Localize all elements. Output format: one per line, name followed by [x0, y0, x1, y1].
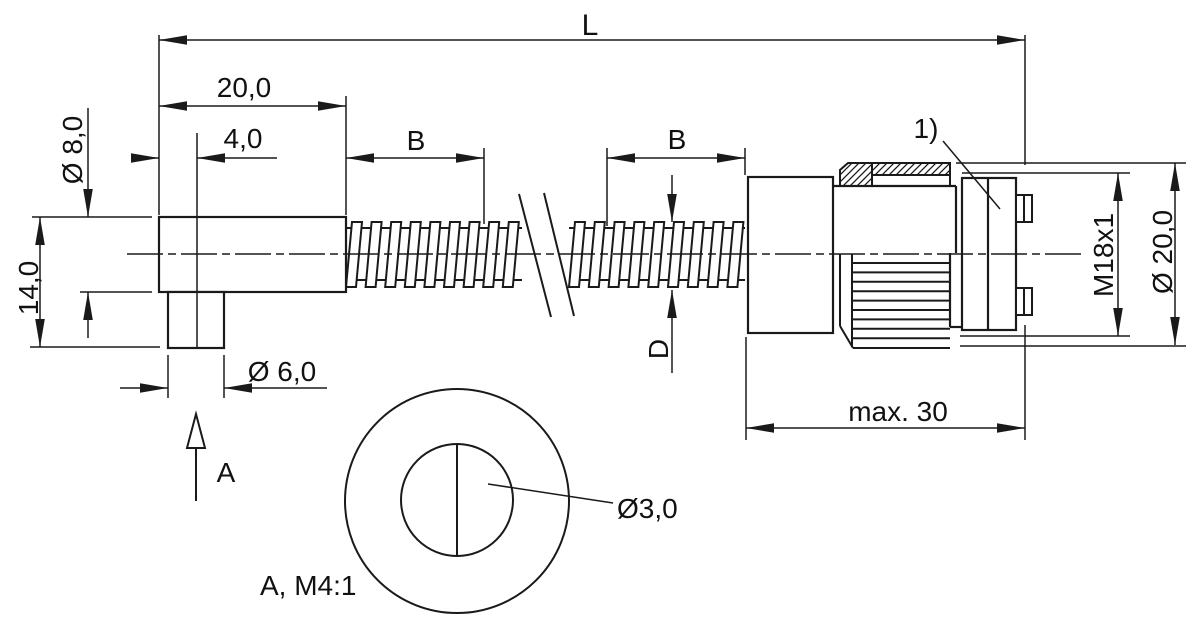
sensor-head [157, 133, 348, 350]
mounting-stub [166, 290, 226, 350]
knurled-grip [839, 254, 950, 349]
dimension-arrowhead [140, 383, 168, 393]
dimension-arrowhead [35, 217, 45, 245]
dimension-arrowhead [1113, 308, 1123, 336]
corrugated-tube [344, 221, 745, 288]
dimension-arrowhead [224, 383, 252, 393]
label-stub-diameter: Ø 6,0 [248, 356, 316, 387]
label-insertion-depth: max. 30 [848, 396, 948, 427]
label-head-diameter: Ø 8,0 [57, 116, 88, 184]
label-tube-section-left: B [407, 125, 426, 156]
thread-block-left [839, 162, 873, 187]
tube-crest [482, 221, 501, 288]
dimension-arrowhead [83, 292, 93, 320]
label-head-length: 20,0 [217, 72, 272, 103]
dimension-arrowhead [607, 153, 635, 163]
dimension-arrowhead [1113, 173, 1123, 201]
break-line-left [518, 193, 552, 318]
knurl-lines [853, 262, 950, 340]
tube-break [518, 192, 575, 318]
label-view-a: A [217, 457, 236, 488]
dimension-arrowhead [667, 290, 677, 318]
label-note-reference: 1) [914, 113, 939, 144]
dimension-arrowhead [456, 153, 484, 163]
dimension-arrowhead [1170, 163, 1180, 191]
collar [746, 175, 835, 335]
label-head-height: 14,0 [13, 261, 44, 316]
dimension-arrowhead [159, 35, 187, 45]
label-cable-diameter: Ø3,0 [617, 493, 678, 524]
dimension-arrowhead [746, 423, 774, 433]
view-arrow-A [185, 410, 207, 501]
dimension-arrowhead [346, 153, 374, 163]
dimension-arrowhead [35, 319, 45, 347]
dimension-arrowhead [131, 153, 159, 163]
connector-assembly [746, 162, 1033, 349]
arrowheads [35, 35, 1180, 433]
dimension-arrowhead [997, 35, 1025, 45]
detail-view-A [344, 388, 570, 614]
knurl-chamfer [839, 325, 854, 349]
leader-dia3 [487, 483, 614, 504]
label-detail-title: A, M4:1 [260, 570, 356, 601]
detail-outer-circle [344, 388, 570, 614]
thread-hatched [839, 162, 951, 187]
tube-crest [587, 221, 606, 288]
label-connector-diameter: Ø 20,0 [1147, 210, 1178, 294]
label-tube-diameter: D [643, 339, 674, 359]
dimension-arrowhead [159, 101, 187, 111]
dimension-arrowhead [667, 194, 677, 222]
thread-strip [871, 162, 951, 176]
dimension-arrowhead [997, 423, 1025, 433]
dimension-arrowhead [318, 101, 346, 111]
dimension-arrowhead [1170, 317, 1180, 345]
labels: L 20,0 4,0 B B 1) Ø 8,0 14,0 Ø 6,0 D M18… [13, 9, 1178, 601]
dimension-arrowhead [83, 189, 93, 217]
dimension-arrowhead [197, 153, 225, 163]
view-arrow-open-head [185, 410, 207, 449]
leader-note1 [942, 140, 1001, 210]
dimension-arrowhead [717, 153, 745, 163]
label-hole-offset: 4,0 [224, 123, 263, 154]
label-tube-section-right: B [668, 124, 687, 155]
label-total-length: L [582, 9, 599, 42]
tube-crest [384, 221, 403, 288]
label-thread-spec: M18x1 [1088, 213, 1119, 297]
contact-pins [1015, 194, 1033, 316]
